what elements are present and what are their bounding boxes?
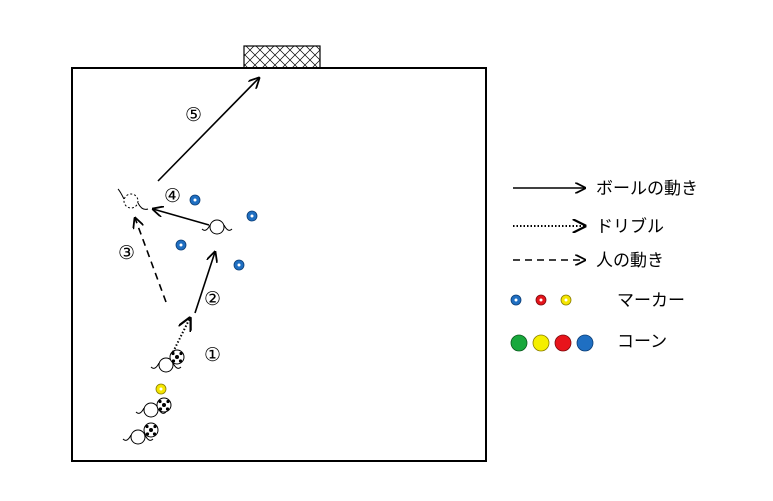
- marker-icon: [535, 294, 547, 306]
- legend-cone: コーン: [617, 332, 667, 352]
- marker-icon: [189, 194, 201, 206]
- cone-icon: [510, 334, 528, 352]
- marker-icon: [510, 294, 522, 306]
- ball-movement-arrow-5: [157, 78, 259, 182]
- step-label-5: ⑤: [185, 104, 202, 126]
- marker-icon: [560, 294, 572, 306]
- goal-net-icon: [243, 45, 321, 69]
- marker-icon: [155, 383, 167, 395]
- soccer-ball-icon: [169, 349, 185, 365]
- legend-cone-icons: [510, 334, 594, 352]
- step-label-3: ③: [118, 242, 135, 264]
- cone-icon: [554, 334, 572, 352]
- step-label-4: ④: [164, 185, 181, 207]
- soccer-ball-icon: [156, 397, 172, 413]
- player-icon: [117, 188, 149, 210]
- player-movement-arrow: [135, 218, 167, 303]
- dribble-arrow: [172, 318, 190, 353]
- legend-player-movement: 人の動き: [596, 251, 664, 271]
- field-boundary: [71, 67, 487, 462]
- ball-movement-arrow-4: [153, 209, 210, 226]
- marker-icon: [246, 210, 258, 222]
- player-queue: [122, 349, 185, 445]
- step-label-2: ②: [204, 288, 221, 310]
- marker-icon: [233, 259, 245, 271]
- cone-icon: [532, 334, 550, 352]
- ball-movement-arrow-2: [194, 252, 215, 314]
- legend-marker: マーカー: [617, 291, 685, 311]
- cone-icon: [576, 334, 594, 352]
- legend-ball-movement: ボールの動き: [596, 179, 698, 199]
- legend-marker-icons: [510, 294, 572, 306]
- legend-dribble: ドリブル: [596, 216, 664, 237]
- marker-icon: [175, 239, 187, 251]
- legend: ボールの動き ドリブル 人の動き マーカー コーン: [510, 179, 698, 352]
- soccer-ball-icon: [143, 422, 159, 438]
- step-label-1: ①: [204, 344, 221, 366]
